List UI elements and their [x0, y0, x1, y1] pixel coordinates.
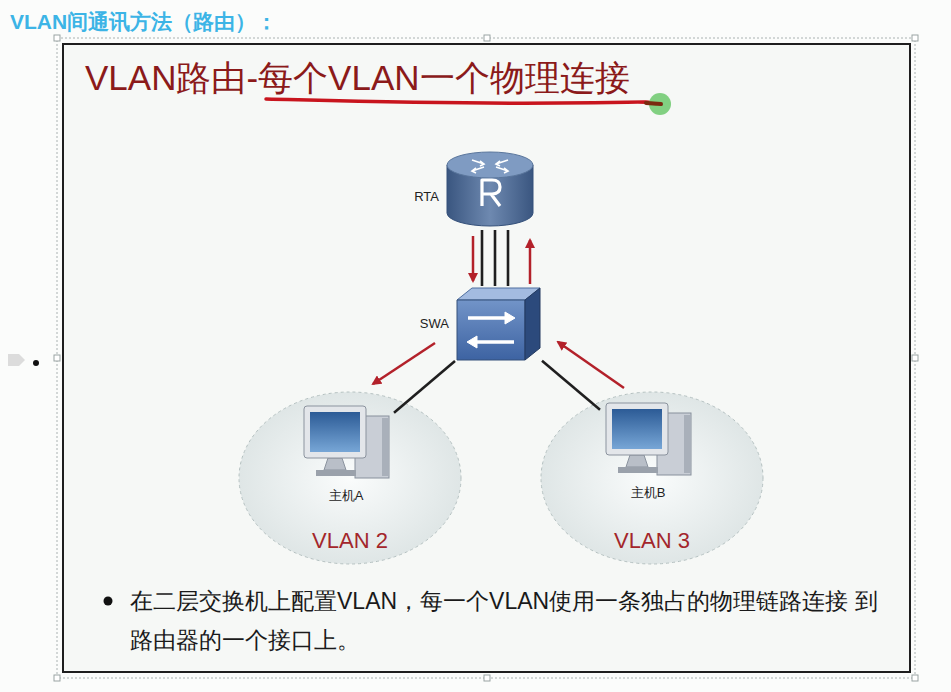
device-label: RTA: [414, 189, 439, 205]
handle: [912, 675, 918, 681]
host-node: 主机B: [600, 397, 696, 504]
link-line: [481, 230, 484, 286]
arrow-stroke: [468, 316, 507, 320]
section-heading: VLAN间通讯方法（路由）：: [10, 9, 277, 34]
link-line: [507, 230, 510, 286]
hand-underline: [266, 99, 656, 104]
bullet-dot: [104, 597, 113, 606]
link-line: [494, 230, 497, 286]
device-label: SWA: [420, 316, 449, 332]
router-symbol: [482, 180, 500, 206]
handle: [912, 35, 918, 41]
arrow-head: [480, 161, 484, 166]
flow-arrow: [472, 236, 475, 281]
selection-handles: [54, 35, 918, 681]
switch-arrows: [467, 312, 515, 348]
router-node: RTA: [445, 150, 535, 230]
flow-arrow: [558, 342, 624, 388]
arrow-stroke: [475, 340, 514, 344]
pc-icon: [600, 397, 696, 483]
arrow-head: [505, 312, 515, 324]
pc-bezel: [304, 406, 366, 458]
host-label: 主机B: [600, 485, 696, 502]
link-line: [542, 361, 600, 410]
pc-base: [618, 467, 658, 473]
vlan-label: VLAN 3: [539, 528, 765, 554]
link-line: [394, 361, 455, 413]
pc-tower-side: [684, 415, 690, 473]
pen-tip: [646, 103, 661, 104]
pc-stand: [324, 458, 346, 470]
handle: [54, 35, 60, 41]
arrow-head: [472, 168, 476, 173]
host-label: 主机A: [298, 488, 394, 505]
host-node: 主机A: [298, 400, 394, 507]
router-top: [447, 152, 533, 178]
region-node: VLAN 2 主机A: [237, 390, 463, 566]
switch-icon: [455, 286, 542, 362]
arrow-head: [496, 161, 500, 166]
handle: [54, 675, 60, 681]
pc-screen: [612, 409, 662, 449]
switch-side: [525, 288, 540, 360]
bullet-note: 在二层交换机上配置VLAN，每一个VLAN使用一条独占的物理链路连接 到路由器的…: [130, 582, 885, 660]
handle: [54, 355, 60, 361]
slide-title: VLAN路由-每个VLAN一个物理连接: [85, 57, 630, 99]
flow-arrow: [373, 343, 435, 384]
bullet-dot: [33, 360, 39, 366]
router-icon: [445, 150, 535, 230]
slide-border: [63, 44, 910, 672]
switch-front: [457, 300, 525, 360]
arrow-head: [467, 336, 477, 348]
flow-arrow: [529, 240, 532, 284]
switch-node: SWA: [455, 286, 542, 362]
router-arrows: [472, 160, 508, 173]
region-node: VLAN 3 主机B: [539, 390, 765, 566]
arrow-head: [504, 168, 508, 173]
outline-marker: [8, 354, 25, 366]
pc-bezel: [606, 403, 668, 455]
handle: [912, 355, 918, 361]
selection-outline: [57, 38, 915, 678]
vlan-label: VLAN 2: [237, 528, 463, 554]
pc-screen: [310, 412, 360, 452]
pc-stand: [626, 455, 648, 467]
pc-icon: [298, 400, 394, 486]
handle: [484, 675, 490, 681]
pc-base: [316, 470, 356, 476]
pc-tower-side: [382, 418, 388, 476]
handle: [484, 35, 490, 41]
